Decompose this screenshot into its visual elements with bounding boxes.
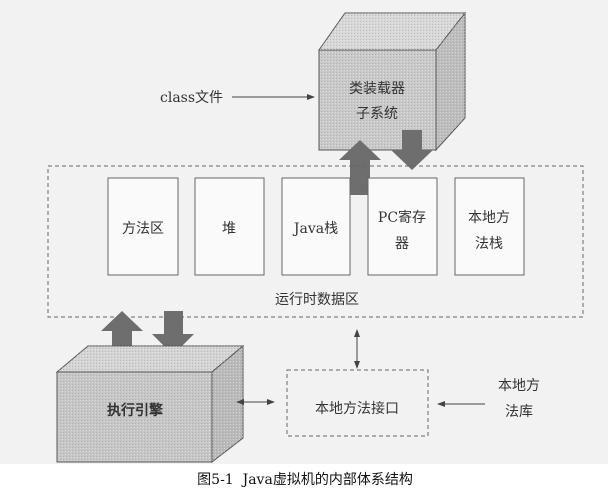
down-arrow-icon bbox=[152, 311, 194, 355]
class-loader-label-line2: 子系统 bbox=[356, 106, 398, 122]
region-label: Java栈 bbox=[292, 221, 338, 237]
region-label-line1: PC寄存 bbox=[378, 209, 426, 226]
class-file-label: class文件 bbox=[160, 90, 223, 106]
class-loader-label-line1: 类装载器 bbox=[349, 81, 405, 97]
execution-engine-cube: 执行引擎 bbox=[55, 344, 245, 464]
up-arrow-icon bbox=[339, 140, 381, 195]
native-library-label-line1: 本地方 bbox=[498, 378, 540, 394]
down-arrow-icon bbox=[391, 130, 433, 170]
native-method-interface-box bbox=[286, 369, 429, 437]
region-label-line1: 本地方 bbox=[468, 210, 510, 226]
region-native-method-stack: 本地方 法栈 bbox=[454, 177, 525, 276]
native-method-interface-label: 本地方法接口 bbox=[315, 400, 399, 417]
region-label-line2: 器 bbox=[395, 236, 409, 252]
runtime-data-area-label: 运行时数据区 bbox=[275, 292, 359, 308]
native-library-label-line2: 法库 bbox=[505, 404, 533, 420]
execution-engine-label: 执行引擎 bbox=[107, 402, 163, 419]
up-arrow-icon bbox=[101, 311, 143, 360]
region-label: 方法区 bbox=[122, 221, 164, 237]
class-loader-cube: 类装载器 子系统 bbox=[318, 11, 467, 152]
figure-caption: 图5-1 Java虚拟机的内部体系结构 bbox=[197, 472, 413, 488]
region-java-stack: Java栈 bbox=[281, 177, 351, 276]
region-label-line2: 法栈 bbox=[475, 236, 503, 252]
region-heap: 堆 bbox=[194, 177, 265, 276]
runtime-data-area bbox=[47, 165, 584, 318]
region-method-area: 方法区 bbox=[107, 177, 179, 276]
region-pc-register: PC寄存 器 bbox=[367, 177, 438, 276]
region-label: 堆 bbox=[222, 221, 236, 237]
